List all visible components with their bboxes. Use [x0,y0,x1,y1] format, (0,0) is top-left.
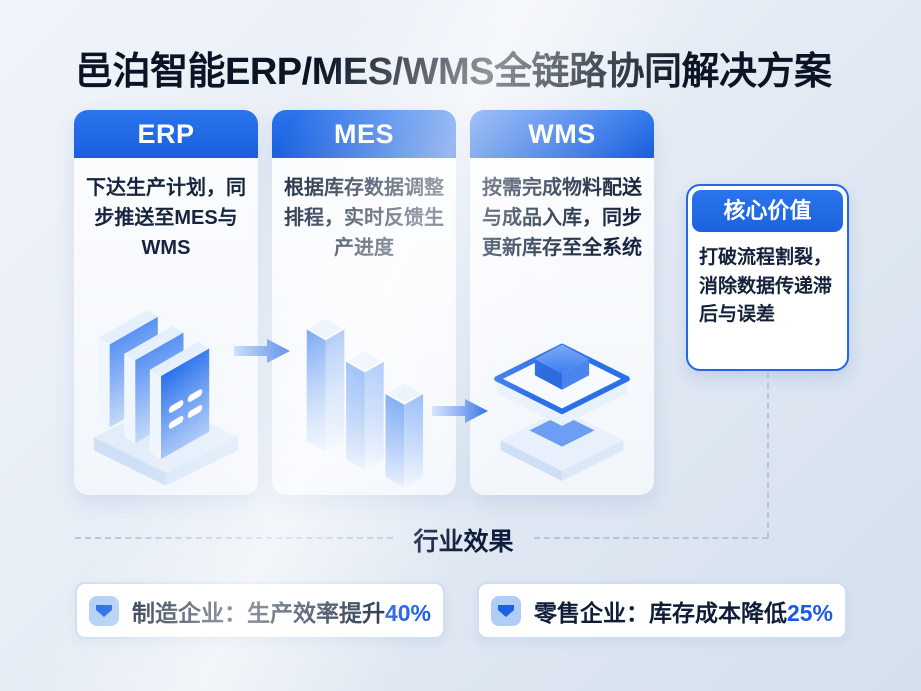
server-stack-icon [93,310,239,486]
mes-card-header: MES [272,110,456,158]
mes-card-body: 根据库存数据调整排程，实时反馈生产进度 [284,177,444,259]
divider-dashed-left [75,537,393,539]
result-value: 25% [786,599,834,626]
result-value: 40% [384,599,432,626]
pennant-icon [88,595,119,626]
core-value-card: 核心价值 打破流程割裂，消除数据传递滞后与误差 [686,184,849,371]
mes-card: MES 根据库存数据调整排程，实时反馈生产进度 [272,110,456,495]
arrow-right-icon [234,339,290,363]
stacked-layers-icon [494,343,630,481]
core-value-header: 核心价值 [692,190,843,232]
bar-columns-icon [304,316,425,488]
wms-card-header: WMS [470,110,654,158]
wms-card-body: 按需完成物料配送与成品入库，同步更新库存至全系统 [482,177,642,259]
section-label: 行业效果 [413,528,514,556]
result-label: 零售企业：库存成本降低 [533,599,787,626]
page-title: 邑泊智能ERP/MES/WMS全链路协同解决方案 [75,51,832,93]
wms-card: WMS 按需完成物料配送与成品入库，同步更新库存至全系统 [470,110,654,495]
result-card-retail: 零售企业：库存成本降低25% [477,582,847,639]
result-text: 零售企业：库存成本降低25% [534,594,833,628]
erp-card-body: 下达生产计划，同步推送至MES与WMS [86,177,246,259]
result-text: 制造企业：生产效率提升40% [132,594,431,628]
core-value-body: 打破流程割裂，消除数据传递滞后与误差 [699,247,833,325]
connector-dashed-vertical [767,373,769,538]
erp-card-header: ERP [74,110,258,158]
arrow-right-icon [432,399,488,423]
result-label: 制造企业：生产效率提升 [131,599,385,626]
erp-card: ERP 下达生产计划，同步推送至MES与WMS [74,110,258,495]
divider-dashed-right [534,537,768,539]
pennant-icon [490,595,521,626]
result-card-manufacturing: 制造企业：生产效率提升40% [75,582,445,639]
